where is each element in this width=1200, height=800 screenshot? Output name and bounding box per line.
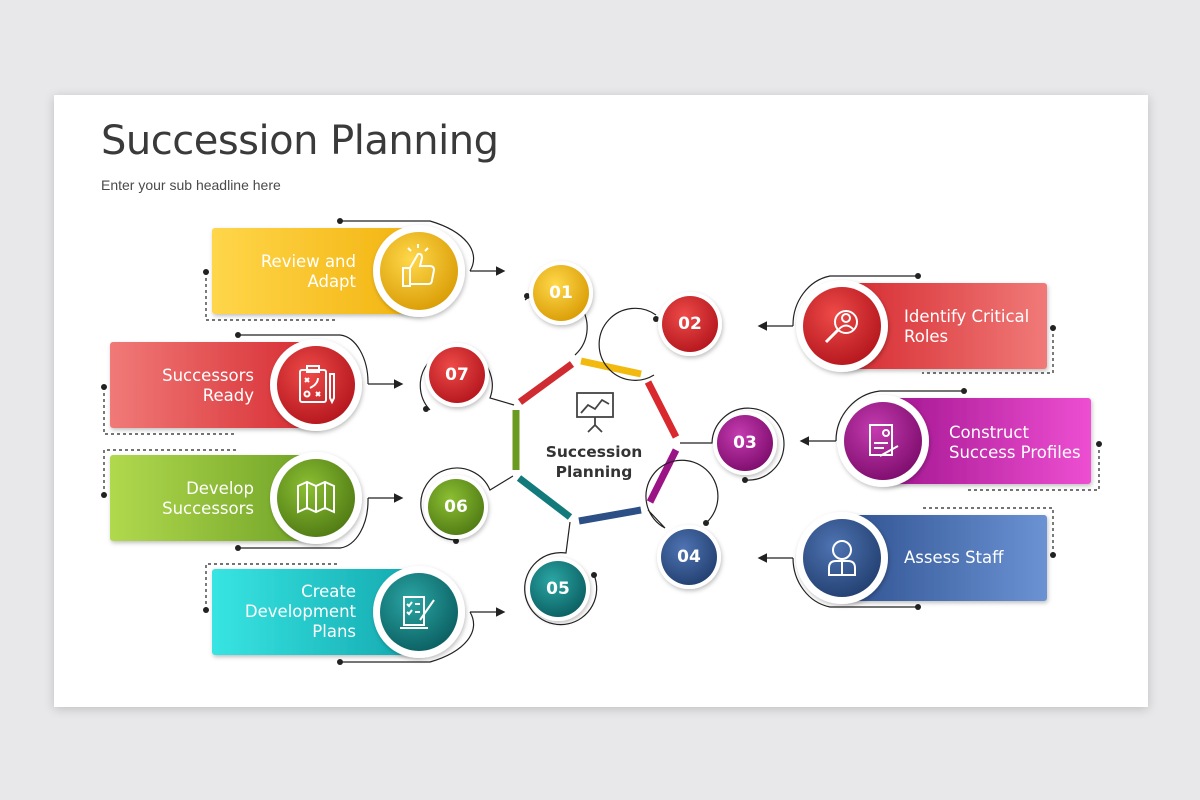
step-label-01: Review and Adapt [220,252,356,292]
step-label-07-line1: Successors [162,366,254,385]
step-label-02-line1: Identify Critical [904,307,1030,326]
step-label-02: Identify Critical Roles [904,307,1044,347]
step-label-07: Successors Ready [118,366,254,406]
strategy-board-icon [299,365,335,405]
step-label-04: Assess Staff [904,548,1044,568]
step-label-02-line2: Roles [904,327,949,346]
profile-document-icon [869,424,899,457]
page-title: Succession Planning [101,118,499,164]
step-label-05-line2: Development [244,602,356,621]
center-ring [512,357,680,525]
center-label: Succession Planning [534,442,654,482]
presentation-chart-icon [576,392,614,433]
step-number-07: 07 [445,365,469,385]
step-card-07 [101,332,404,435]
step-card-06 [101,449,404,551]
step-number-01: 01 [549,283,573,303]
search-user-icon [824,310,858,344]
bubble-01 [524,261,593,356]
step-label-03-line2: Success Profiles [949,443,1081,462]
step-number-04: 04 [677,547,701,567]
step-label-01-line2: Adapt [307,272,356,291]
step-label-06: Develop Successors [118,479,254,519]
page-subtitle: Enter your sub headline here [101,177,281,193]
bubble-02 [598,292,722,381]
bubble-06 [420,467,514,544]
step-card-03 [799,388,1102,491]
step-label-03-line1: Construct [949,423,1029,442]
bubble-07 [419,343,515,412]
step-label-06-line2: Successors [162,499,254,518]
step-card-02 [757,273,1056,374]
center-label-line1: Succession [545,443,643,461]
map-icon [297,480,335,514]
step-card-05 [203,563,506,665]
checklist-icon [400,596,435,629]
step-number-02: 02 [678,314,702,334]
step-label-05-line3: Plans [312,622,356,641]
step-label-03: Construct Success Profiles [949,423,1089,463]
bubble-03 [680,407,785,483]
step-number-03: 03 [733,433,757,453]
thumbs-up-icon [402,244,436,287]
center-label-line2: Planning [555,463,633,481]
step-label-04-line1: Assess Staff [904,548,1004,567]
person-icon [828,540,856,576]
step-label-07-line2: Ready [202,386,254,405]
step-label-06-line1: Develop [186,479,254,498]
step-number-05: 05 [546,579,570,599]
bubble-04 [645,459,721,589]
bubble-05 [524,521,598,626]
step-label-01-line1: Review and [260,252,356,271]
step-card-04 [757,507,1056,610]
step-card-01 [203,218,506,321]
step-number-06: 06 [444,497,468,517]
step-label-05-line1: Create [301,582,356,601]
step-label-05: Create Development Plans [220,582,356,642]
